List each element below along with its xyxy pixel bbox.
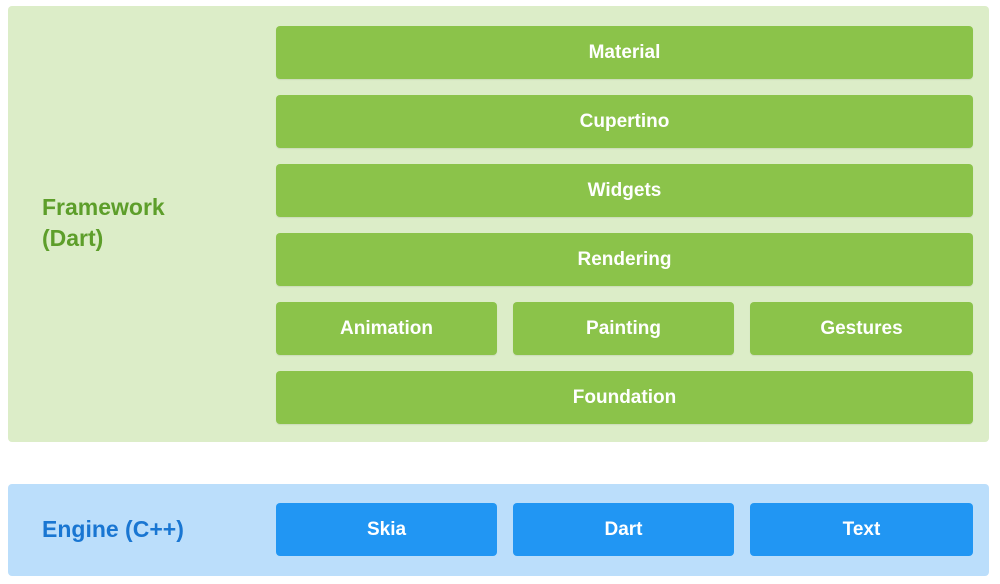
widgets-layer: Widgets — [276, 164, 973, 217]
rendering-layer: Rendering — [276, 233, 973, 286]
painting-layer: Painting — [513, 302, 734, 355]
framework-label: Framework (Dart) — [42, 194, 165, 251]
dart-component: Dart — [513, 503, 734, 556]
foundation-layer: Foundation — [276, 371, 973, 424]
skia-component: Skia — [276, 503, 497, 556]
cupertino-layer: Cupertino — [276, 95, 973, 148]
animation-layer: Animation — [276, 302, 497, 355]
framework-panel: Framework (Dart) Material Cupertino Widg… — [8, 6, 989, 442]
engine-panel: Engine (C++) Skia Dart Text — [8, 484, 989, 576]
gestures-layer: Gestures — [750, 302, 973, 355]
material-layer: Material — [276, 26, 973, 79]
engine-label: Engine (C++) — [42, 516, 184, 542]
text-component: Text — [750, 503, 973, 556]
